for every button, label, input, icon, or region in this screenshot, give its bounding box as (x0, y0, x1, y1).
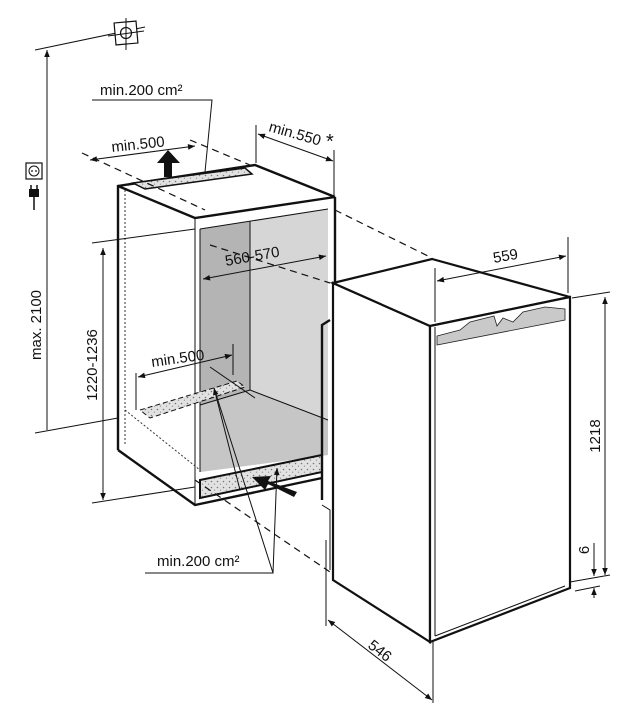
target-center-icon (107, 18, 145, 50)
appliance-depth-label: 546 (365, 637, 395, 666)
power-socket-icon (25, 162, 43, 180)
appliance-width-label: 559 (492, 246, 520, 267)
appliance-door (428, 295, 572, 644)
door-offset-dimension: 6 (574, 543, 601, 598)
cabinet-niche (116, 163, 337, 570)
niche-floor (200, 390, 328, 472)
niche-height-label: 1220-1236 (84, 329, 101, 401)
bottom-vent-area-label: min.200 cm² (157, 553, 240, 570)
refrigerator-appliance (329, 257, 572, 645)
top-vent-area-label: min.200 cm² (100, 82, 183, 99)
power-plug-icon (29, 185, 39, 210)
niche-depth-dimension: min.550 * (255, 119, 335, 197)
max-height-label: max. 2100 (28, 290, 45, 360)
top-vent-area-callout: min.200 cm² (92, 82, 213, 173)
niche-depth-note-asterisk: * (326, 131, 334, 153)
top-vent-opening (130, 167, 254, 190)
top-vent-depth-dimension: min.500 (89, 133, 196, 162)
appliance-side (331, 281, 432, 645)
floor-vent-opening (138, 380, 247, 419)
bottom-vent-depth-label: min.500 (150, 347, 205, 371)
appliance-height-label: 1218 (587, 419, 604, 452)
appliance-width-dimension: 559 (434, 237, 569, 322)
niche-depth-label: min.550 (267, 119, 323, 150)
niche-height-dimension: 1220-1236 (84, 228, 196, 504)
appliance-height-dimension: 1218 (569, 291, 611, 583)
airflow-in-arrow-icon (252, 476, 297, 497)
top-vent-depth-label: min.500 (111, 133, 166, 155)
airflow-up-arrow-icon (157, 150, 180, 177)
door-handle-strip (436, 306, 566, 346)
bottom-vent-area-callout: min.200 cm² (145, 387, 280, 574)
door-offset-label: 6 (576, 546, 593, 554)
